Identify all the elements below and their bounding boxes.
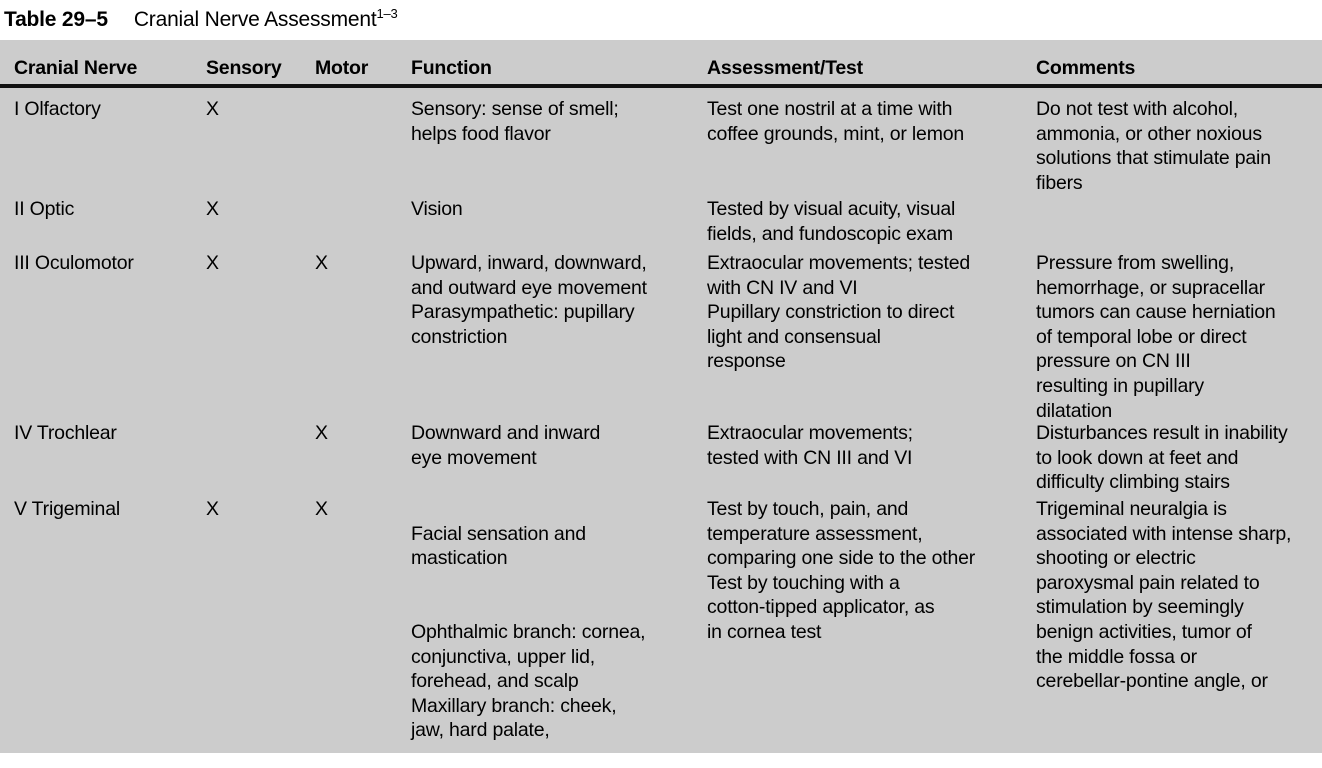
cell-function: Facial sensation and mastication Ophthal…	[411, 497, 701, 768]
table-header-row: Cranial Nerve Sensory Motor Function Ass…	[0, 40, 1322, 85]
table-number: Table 29–5	[4, 8, 108, 31]
cell-motor-mark: X	[315, 422, 328, 444]
column-header-assessment-test: Assessment/Test	[707, 57, 863, 79]
cell-comments: Pressure from swelling, hemorrhage, or s…	[1036, 252, 1276, 422]
cell-cranial-nerve: IV Trochlear	[14, 422, 117, 444]
cell-cranial-nerve: V Trigeminal	[14, 498, 120, 520]
cell-assessment-test: Extraocular movements; tested with CN II…	[707, 422, 913, 469]
cell-motor-mark: X	[315, 252, 328, 274]
cell-comments: Disturbances result in inability to look…	[1036, 422, 1288, 494]
cell-cranial-nerve: III Oculomotor	[14, 252, 134, 274]
cell-assessment-test: Test one nostril at a time with coffee g…	[707, 98, 965, 145]
cell-function: Upward, inward, downward, and outward ey…	[411, 252, 647, 348]
cell-function-paragraph: Ophthalmic branch: cornea, conjunctiva, …	[411, 620, 646, 742]
cell-function: Vision	[411, 198, 463, 220]
cell-sensory-mark: X	[206, 252, 219, 274]
column-header-motor: Motor	[315, 57, 369, 79]
cell-function: Sensory: sense of smell; helps food flav…	[411, 98, 619, 145]
table-title-text: Cranial Nerve Assessment	[133, 8, 377, 31]
title-superscript-reference: 1–3	[376, 6, 398, 21]
cell-assessment-test: Test by touch, pain, and temperature ass…	[707, 498, 976, 643]
cell-cranial-nerve: II Optic	[14, 198, 75, 220]
cell-cranial-nerve: I Olfactory	[14, 98, 101, 120]
header-divider-rule	[0, 84, 1322, 88]
table-body-area: Cranial Nerve Sensory Motor Function Ass…	[0, 40, 1322, 753]
cell-assessment-test: Extraocular movements; tested with CN IV…	[707, 252, 970, 373]
page-title: Cranial Nerve Assessment1–3	[133, 6, 398, 32]
cell-comments: Trigeminal neuralgia is associated with …	[1036, 498, 1292, 693]
cell-sensory-mark: X	[206, 98, 219, 120]
cell-sensory-mark: X	[206, 498, 219, 520]
column-header-function: Function	[411, 57, 492, 79]
column-header-cranial-nerve: Cranial Nerve	[14, 57, 138, 79]
column-header-comments: Comments	[1036, 57, 1136, 79]
table-caption: Table 29–5 Cranial Nerve Assessment1–3	[0, 0, 1322, 40]
cell-motor-mark: X	[315, 498, 328, 520]
cell-comments: Do not test with alcohol, ammonia, or ot…	[1036, 98, 1271, 194]
cell-function: Downward and inward eye movement	[411, 422, 601, 469]
cell-function-paragraph: Facial sensation and mastication	[411, 522, 586, 570]
column-header-sensory: Sensory	[206, 57, 282, 79]
cell-sensory-mark: X	[206, 198, 219, 220]
cell-assessment-test: Tested by visual acuity, visual fields, …	[707, 198, 956, 245]
